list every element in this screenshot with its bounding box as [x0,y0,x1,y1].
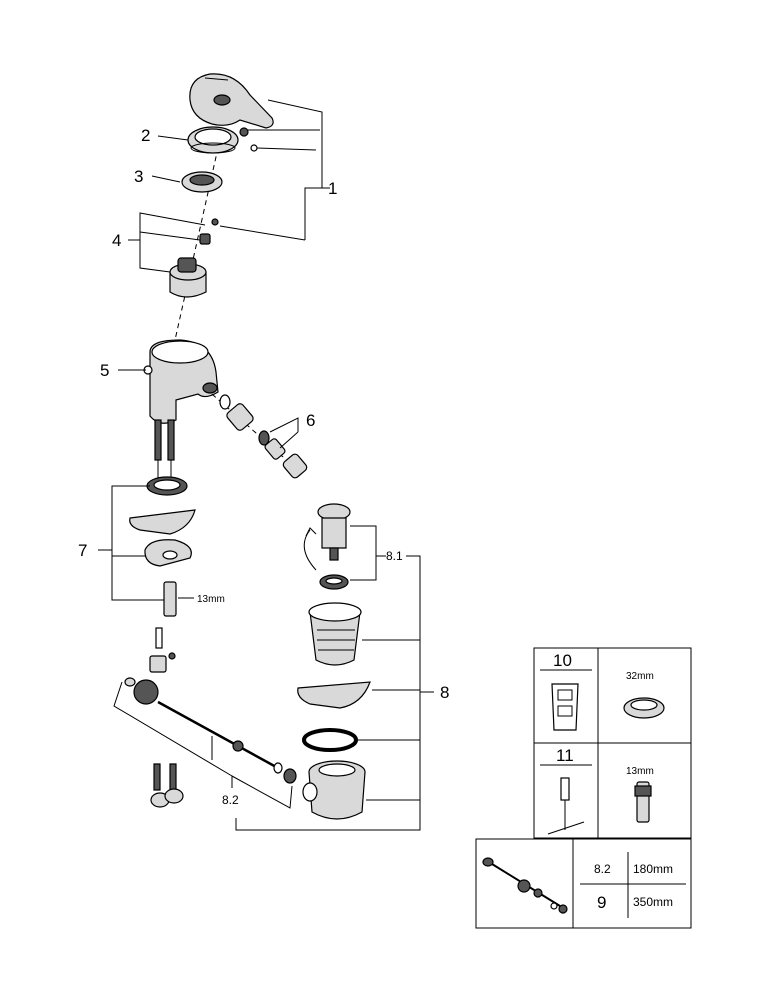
callout-8-2: 8.2 [222,793,239,807]
spare-part-number-11: 11 [556,746,574,765]
callout-6: 6 [306,411,315,430]
assembly-axis [174,129,223,341]
rod-length-9: 350mm [633,895,673,909]
rod-number-8-2: 8.2 [594,862,611,876]
hose-part [150,763,184,808]
popup-plug-part [303,503,351,590]
popup-rod-part [124,627,297,784]
callout-5: 5 [100,361,109,380]
rod-number-9: 9 [597,893,606,912]
rod-length-8-2: 180mm [633,862,673,876]
fixing-set-part [129,476,196,617]
cartridge-part [169,218,219,298]
wrench-size-label-7: 13mm [197,594,225,605]
cover-ring-part [187,126,239,154]
spare-parts-table [533,647,692,839]
mixer-body-part [143,339,219,482]
callout-7: 7 [78,541,87,560]
callout-4: 4 [112,231,121,250]
waste-body-part [297,602,371,820]
callout-3: 3 [134,167,143,186]
leader-lines [98,99,434,831]
aerator-part [211,393,308,479]
hex-nut-part [181,171,223,193]
callout-8-1: 8.1 [386,549,403,563]
spare-part-number-10: 10 [553,651,572,670]
callout-8: 8 [440,683,449,702]
spare-part-size-11: 13mm [626,766,654,777]
lever-handle-part [189,73,274,152]
callout-2: 2 [141,126,150,145]
rod-length-table [475,838,692,929]
callout-1: 1 [328,179,337,198]
spare-part-size-10: 32mm [626,671,654,682]
